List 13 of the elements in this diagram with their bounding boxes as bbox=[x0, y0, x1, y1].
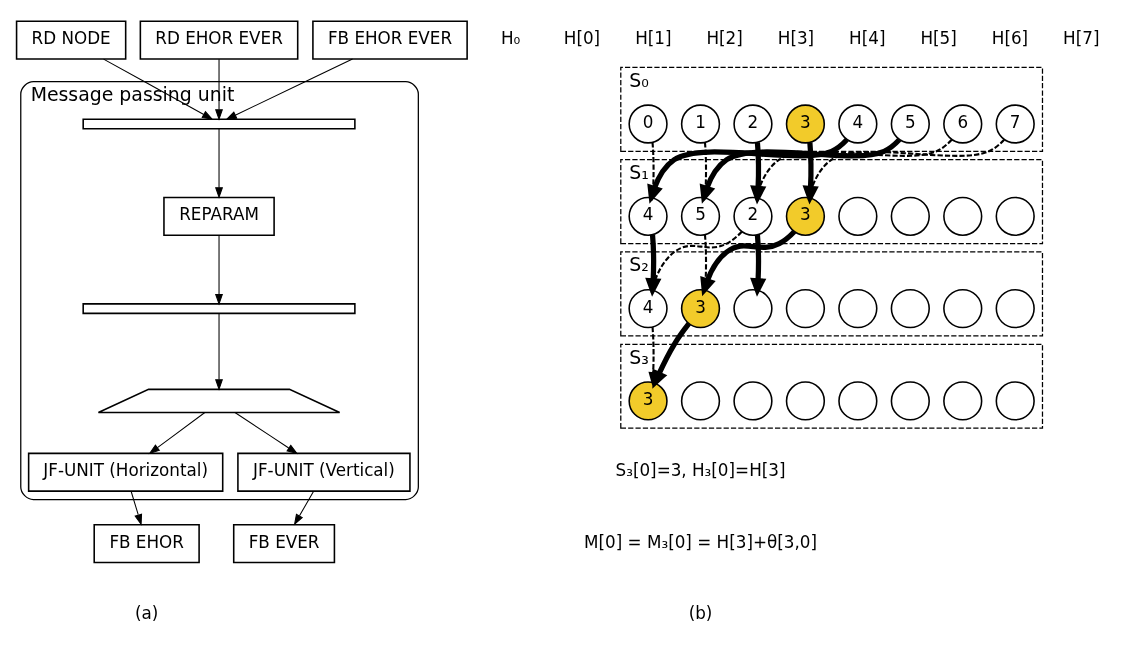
label: H[3] bbox=[777, 27, 815, 48]
label: H[6] bbox=[991, 27, 1029, 48]
label: S₃[0]=3, H₃[0]=H[3] bbox=[615, 459, 786, 480]
label: H[7] bbox=[1063, 27, 1100, 48]
label: H[1] bbox=[635, 27, 672, 48]
label: H[2] bbox=[706, 27, 743, 48]
label: H₀ bbox=[500, 27, 521, 48]
label: (a) bbox=[134, 602, 159, 623]
label: M[0] = M₃[0] = H[3]+θ[3,0] bbox=[584, 531, 817, 552]
label: H[0] bbox=[563, 27, 601, 48]
label: (b) bbox=[688, 602, 713, 623]
label: H[5] bbox=[920, 27, 957, 48]
label: H[4] bbox=[849, 27, 886, 48]
